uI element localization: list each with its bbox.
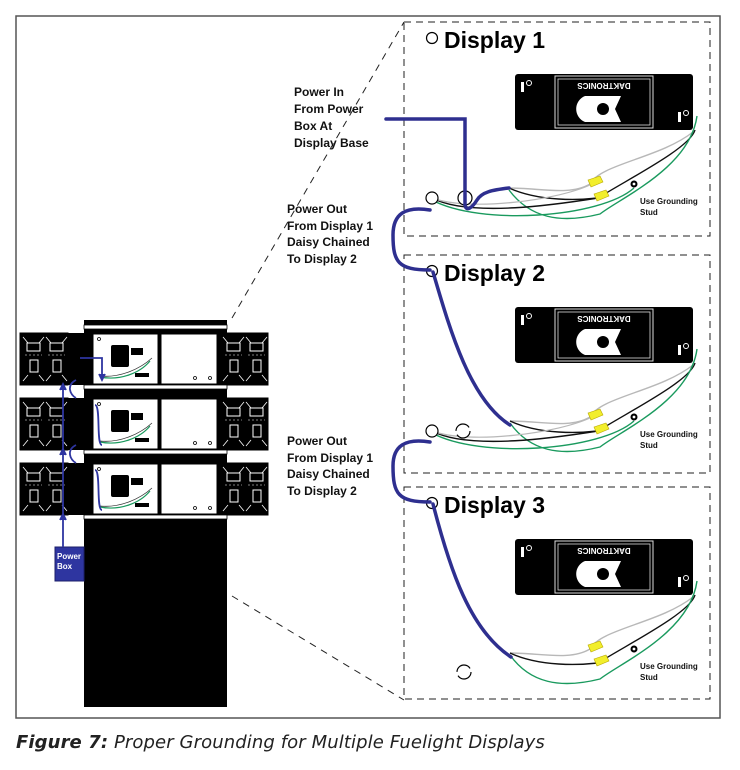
grounding-note: Use Grounding (640, 430, 698, 439)
mount-screw-icon (526, 313, 532, 319)
power-box-label-2: Box (57, 562, 73, 571)
mount-screw-icon (526, 80, 532, 86)
wire-nut-icon (593, 654, 610, 667)
grounding-note: Stud (640, 208, 658, 217)
display-title: Display 2 (444, 260, 545, 286)
grounding-note: Stud (640, 441, 658, 450)
left-module-row-2 (19, 397, 69, 451)
pole-base (84, 520, 227, 707)
svg-text:Box At: Box At (294, 119, 332, 133)
power-cables (384, 117, 513, 659)
wire-nut-icon (593, 189, 610, 202)
daisy-chain-1-2 (391, 207, 432, 272)
svg-text:Daisy Chained: Daisy Chained (287, 467, 370, 481)
display-boundary (403, 486, 711, 700)
callout-power-out-2: Power Out From Display 1 Daisy Chained T… (287, 434, 373, 498)
callout-power-out-1: Power Out From Display 1 Daisy Chained T… (287, 202, 373, 266)
display-boundary (403, 21, 711, 237)
power-feed-lines (59, 357, 106, 547)
svg-text:Power Out: Power Out (287, 202, 347, 216)
figure-label: Figure 7: (16, 732, 109, 753)
svg-text:Daisy Chained: Daisy Chained (287, 235, 370, 249)
mount-screw-icon (526, 545, 532, 551)
power-cable-display-3 (431, 502, 513, 659)
power-supply-plate: DAKTRONICS (515, 307, 693, 363)
cabinet-row-1 (68, 333, 228, 390)
brand-label: DAKTRONICS (577, 546, 631, 555)
right-module-row-3 (219, 462, 269, 516)
svg-text:Display Base: Display Base (294, 136, 369, 150)
grounding-note: Use Grounding (640, 197, 698, 206)
power-box (54, 546, 85, 582)
right-module-row-2 (219, 397, 269, 451)
svg-text:Power Out: Power Out (287, 434, 347, 448)
projection-line-top (231, 21, 405, 319)
cabinet-row-2 (68, 398, 228, 455)
grounding-note: Use Grounding (640, 662, 698, 671)
svg-text:From Display 1: From Display 1 (287, 219, 373, 233)
svg-text:To Display 2: To Display 2 (287, 252, 357, 266)
power-box-label-1: Power (57, 552, 81, 561)
svg-text:To Display 2: To Display 2 (287, 484, 357, 498)
power-cable-display-2 (431, 270, 512, 427)
right-module-row-1 (219, 332, 269, 386)
display-title: Display 3 (444, 492, 545, 518)
display-title: Display 1 (444, 27, 545, 53)
power-in-cable (384, 117, 511, 211)
display-boundary (403, 254, 711, 474)
cabinet-row-3 (68, 463, 228, 520)
left-module-row-1 (19, 332, 69, 386)
mount-screw-icon (683, 110, 689, 116)
figure-caption: Figure 7: Proper Grounding for Multiple … (16, 732, 545, 753)
brand-label: DAKTRONICS (577, 81, 631, 90)
wire-nut-icon (587, 640, 604, 653)
mount-screw-icon (683, 575, 689, 581)
svg-text:From Display 1: From Display 1 (287, 451, 373, 465)
left-module-row-3 (19, 462, 69, 516)
svg-text:Power In: Power In (294, 85, 344, 99)
wire-nut-icon (593, 422, 610, 435)
brand-label: DAKTRONICS (577, 314, 631, 323)
figure-caption-text: Proper Grounding for Multiple Fuelight D… (108, 732, 545, 753)
top-rail (83, 324, 228, 330)
grounding-note: Stud (640, 673, 658, 682)
callout-power-in: Power In From Power Box At Display Base (294, 85, 369, 150)
svg-text:From Power: From Power (294, 102, 364, 116)
projection-line-bottom (231, 595, 405, 701)
wire-nut-icon (587, 408, 604, 421)
wire-nut-icon (587, 175, 604, 188)
mount-screw-icon (683, 343, 689, 349)
conduit-knockout-icon (425, 424, 439, 438)
plug-knockout-icon (456, 664, 472, 680)
daisy-chain-2-3 (391, 439, 432, 504)
knockout-hole-icon (425, 31, 439, 45)
plug-knockout-icon (455, 423, 471, 439)
cabinet-overview: Power Box (19, 320, 269, 707)
conduit-knockout-icon (425, 191, 439, 205)
figure-frame (15, 15, 721, 719)
power-supply-plate: DAKTRONICS (515, 74, 693, 130)
power-supply-plate: DAKTRONICS (515, 539, 693, 595)
